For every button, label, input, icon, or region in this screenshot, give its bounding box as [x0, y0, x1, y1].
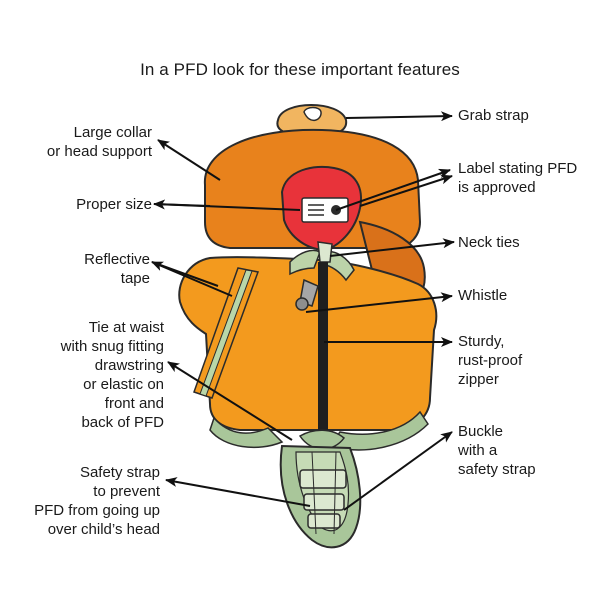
arrow-label-approved-b	[359, 174, 453, 207]
arrow-proper-size-b	[153, 203, 211, 207]
waist-tie	[209, 410, 429, 451]
arrow-reflective-b	[151, 261, 219, 287]
label-whistle: Whistle	[458, 287, 508, 304]
zipper	[318, 262, 328, 440]
arrow-buckle	[343, 431, 453, 511]
whistle	[295, 278, 319, 311]
arrow-whistle	[305, 292, 453, 313]
label-proper-size: Proper size	[76, 196, 152, 213]
arrow-safety-strap	[165, 477, 311, 507]
label-buckle: Buckle with a safety strap	[458, 423, 536, 478]
callout-arrows	[151, 111, 455, 511]
label-safety-strap: Safety strap to prevent PFD from going u…	[34, 464, 160, 538]
arrow-label-approved-a	[335, 168, 451, 211]
diagram-title: In a PFD look for these important featur…	[140, 60, 460, 79]
label-tie-at-waist: Tie at waist with snug fitting drawstrin…	[60, 319, 164, 431]
crotch-strap	[279, 444, 362, 549]
label-reflective-tape: Reflective tape	[84, 251, 150, 287]
label-neck-ties: Neck ties	[458, 234, 520, 251]
arrow-neck-ties	[329, 238, 455, 257]
label-grab-strap: Grab strap	[458, 107, 529, 124]
arrow-grab-strap	[345, 111, 453, 122]
arrow-large-collar	[157, 139, 221, 181]
neck-ties	[289, 241, 355, 282]
arrow-tie-at-waist	[167, 361, 293, 441]
label-approved: Label stating PFD is approved	[458, 160, 578, 196]
label-large-collar: Large collar or head support	[46, 124, 152, 160]
approval-label	[301, 197, 349, 223]
label-zipper: Sturdy, rust-proof zipper	[458, 333, 523, 388]
reflective-tape	[193, 267, 260, 399]
